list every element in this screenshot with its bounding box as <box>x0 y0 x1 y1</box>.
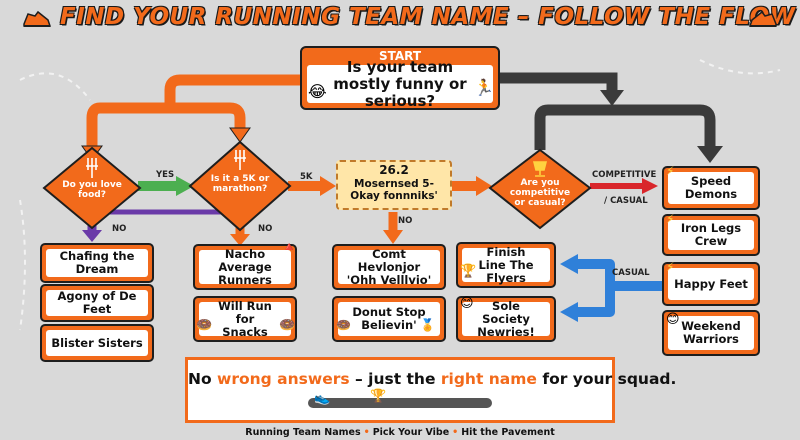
result-will-run: Will Run for Snacks <box>193 296 297 342</box>
edge-label-no-distance: NO <box>258 224 273 234</box>
laughing-face-icon: 😂 <box>308 82 327 101</box>
result-happy-feet: Happy Feet <box>662 262 760 306</box>
decision-distance-diamond <box>188 140 292 232</box>
result-sole-society: Sole Society Newries! <box>456 296 556 342</box>
tagline-text: No wrong answers – just the right name f… <box>188 370 677 388</box>
middle-badge: 26.2 <box>379 163 409 177</box>
lightning-icon: ⚡ <box>666 212 675 226</box>
edge-label-no-mid: NO <box>398 216 413 226</box>
trophy-icon: 🏆 <box>370 389 387 404</box>
result-finish-line: Finish Line The Flyers <box>456 242 556 288</box>
footer: Running Team Names•Pick Your Vibe•Hit th… <box>245 427 555 438</box>
start-box: START Is your team mostly funny or serio… <box>300 46 500 110</box>
donut-icon: 🍩 <box>279 318 296 333</box>
result-cont: Comt Hevlonjor 'Ohh Velllvio' <box>332 244 446 290</box>
track-strip <box>308 398 492 408</box>
edge-label-casual: CASUAL <box>612 268 650 278</box>
medal-icon: 🏅 <box>420 318 435 332</box>
smiley-icon: 😊 <box>666 312 680 327</box>
runner-icon: 🏃 <box>474 78 494 97</box>
shoe-icon: 👟 <box>314 391 331 406</box>
trophy-icon: 🏆 <box>460 264 477 279</box>
decision-competitive-label: Are you competitive or casual? <box>509 178 571 208</box>
result-speed-demons: Speed Demons <box>662 166 760 210</box>
page-title: FIND YOUR RUNNING TEAM NAME – FOLLOW THE… <box>60 4 796 30</box>
middle-result-box: 26.2 Mosernsed 5-Okay fonnniks' <box>336 160 452 210</box>
result-nacho: Nacho Average Runners <box>193 244 297 290</box>
nacho-icon: 🔺 <box>281 240 298 255</box>
edge-label-yes: YES <box>156 170 175 180</box>
decision-food-diamond <box>42 146 142 230</box>
start-question: Is your team mostly funny or serious? <box>307 58 493 109</box>
edge-label-5k: 5K <box>300 172 313 182</box>
start-label: START <box>378 49 422 63</box>
running-shoe-icon <box>23 10 52 27</box>
edge-label-slash-casual: / CASUAL <box>604 196 648 206</box>
result-blister: Blister Sisters <box>40 324 154 362</box>
result-iron-legs: Iron Legs Crew <box>662 214 760 256</box>
decision-distance-label: Is it a 5K or marathon? <box>210 174 270 194</box>
edge-label-competitive: COMPETITIVE <box>592 170 657 180</box>
result-agony: Agony of De Feet <box>40 284 154 322</box>
smiley-icon: 😊 <box>460 296 474 311</box>
donut-icon: 🍩 <box>336 318 351 332</box>
result-donut: Donut Stop Believin' <box>332 296 446 342</box>
decision-competitive-diamond <box>488 148 592 230</box>
lightning-icon: ⚡ <box>666 164 675 178</box>
edge-label-no-food: NO <box>112 224 127 234</box>
donut-icon: 🍩 <box>196 318 213 333</box>
result-weekend-warriors: Weekend Warriors <box>662 310 760 356</box>
tagline-banner: No wrong answers – just the right name f… <box>185 357 677 423</box>
result-chafing: Chafing the Dream <box>40 243 154 283</box>
decision-food-label: Do you love food? <box>62 180 122 200</box>
running-shoe-icon <box>748 10 777 27</box>
lightning-icon: ⚡ <box>666 260 675 274</box>
middle-text: Mosernsed 5-Okay fonnniks' <box>350 178 438 202</box>
